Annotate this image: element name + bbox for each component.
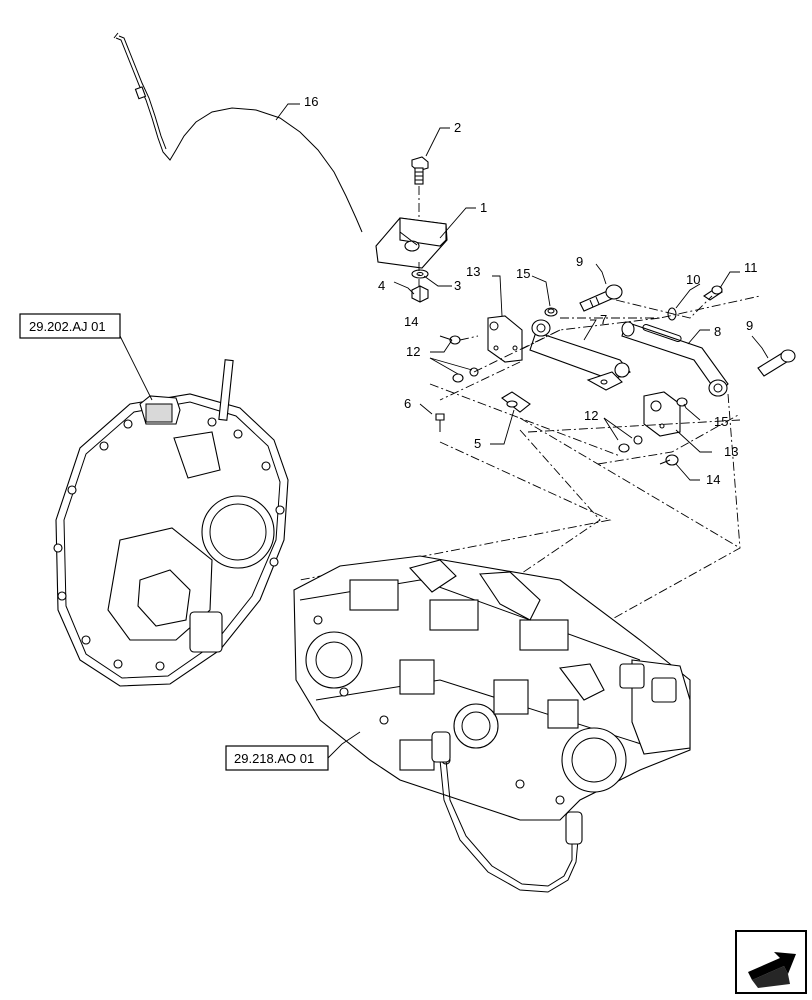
- pin-15-right: [676, 397, 688, 407]
- washers-12-right: [618, 435, 643, 453]
- reference-label-lower: 29.218.AO 01: [234, 751, 314, 766]
- callout-14-left: 14: [404, 314, 418, 329]
- callout-11: 11: [744, 260, 758, 275]
- callout-15-right: 15: [714, 414, 728, 429]
- callout-10: 10: [686, 272, 700, 287]
- callout-13-right: 13: [724, 444, 738, 459]
- bolt-9-right: [757, 349, 796, 377]
- next-page-arrow-icon[interactable]: [735, 930, 807, 994]
- slotted-bar-8: [621, 321, 729, 397]
- callout-9-left: 9: [576, 254, 583, 269]
- washers-12-left: [452, 367, 479, 383]
- pin-15-left: [544, 307, 558, 317]
- reference-box-upper[interactable]: 29.202.AJ 01: [19, 313, 121, 339]
- bolt-2: [411, 156, 429, 232]
- callout-12-right: 12: [584, 408, 598, 423]
- screw-14-right: [659, 454, 679, 466]
- nut-4: [411, 285, 429, 303]
- callout-16: 16: [304, 94, 318, 109]
- callout-12-left: 12: [406, 344, 420, 359]
- reference-box-lower[interactable]: 29.218.AO 01: [225, 745, 329, 771]
- callout-4: 4: [378, 278, 385, 293]
- callout-7: 7: [600, 312, 607, 327]
- callout-3: 3: [454, 278, 461, 293]
- cable-16: [113, 32, 363, 233]
- callout-5: 5: [474, 436, 481, 451]
- reference-label-upper: 29.202.AJ 01: [29, 319, 106, 334]
- arm-7: [529, 319, 631, 391]
- callout-8: 8: [714, 324, 721, 339]
- callout-1: 1: [480, 200, 487, 215]
- callouts: 16 2 1 3 4 13 15 9 7 10 11 8 9 14 12 6 5…: [304, 94, 758, 487]
- callout-14-right: 14: [706, 472, 720, 487]
- leader-lines: [119, 103, 769, 759]
- bolt-6: [435, 413, 445, 432]
- valve-block: [293, 555, 691, 821]
- pump-housing: [53, 359, 289, 687]
- callout-6: 6: [404, 396, 411, 411]
- bolt-11: [703, 285, 723, 301]
- bolt-9-left: [579, 284, 623, 312]
- hydraulic-hose: [431, 731, 583, 893]
- plate-13-right: [643, 391, 681, 437]
- callout-9-right: 9: [746, 318, 753, 333]
- callout-15-left: 15: [516, 266, 530, 281]
- plate-13-left: [487, 315, 523, 363]
- clip-5: [501, 391, 531, 413]
- callout-2: 2: [454, 120, 461, 135]
- callout-13-left: 13: [466, 264, 480, 279]
- bracket-1: [375, 217, 448, 269]
